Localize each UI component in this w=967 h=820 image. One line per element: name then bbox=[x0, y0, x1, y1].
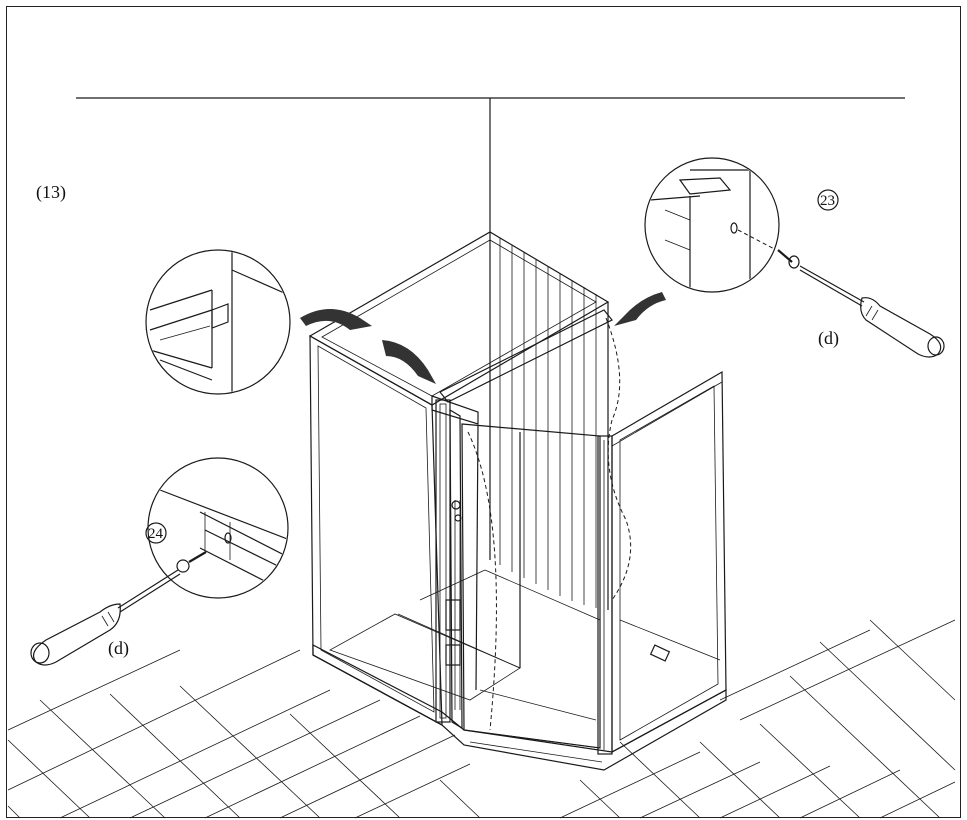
shower-tray bbox=[312, 569, 727, 771]
floor-tiles bbox=[7, 619, 956, 819]
part-23-callout bbox=[817, 189, 839, 211]
shower-column bbox=[435, 399, 463, 730]
detail-magnifier-icon bbox=[147, 457, 289, 599]
screwdriver-icon bbox=[799, 265, 945, 358]
part-24-callout bbox=[145, 522, 167, 544]
curved-arrow-icon bbox=[614, 292, 666, 326]
front-top-rail bbox=[431, 309, 613, 425]
screw-icon bbox=[777, 249, 800, 269]
front-door-panel bbox=[461, 423, 603, 763]
curved-arrow-icon bbox=[382, 340, 436, 384]
screwdriver-icon bbox=[30, 569, 181, 666]
detail-magnifier-icon bbox=[644, 157, 780, 293]
detail-magnifier-icon bbox=[145, 249, 291, 395]
right-side-door bbox=[605, 317, 727, 754]
part-24-number: 24 bbox=[148, 526, 164, 542]
part-23-number: 23 bbox=[820, 193, 835, 209]
screw-icon bbox=[176, 551, 207, 573]
curved-arrow-icon bbox=[300, 309, 372, 330]
tool-label-left: (d) bbox=[108, 638, 129, 659]
drawing-frame bbox=[6, 6, 961, 818]
back-ribbed-panel bbox=[489, 232, 609, 610]
tool-label-right: (d) bbox=[818, 328, 839, 349]
step-label: (13) bbox=[36, 182, 66, 203]
